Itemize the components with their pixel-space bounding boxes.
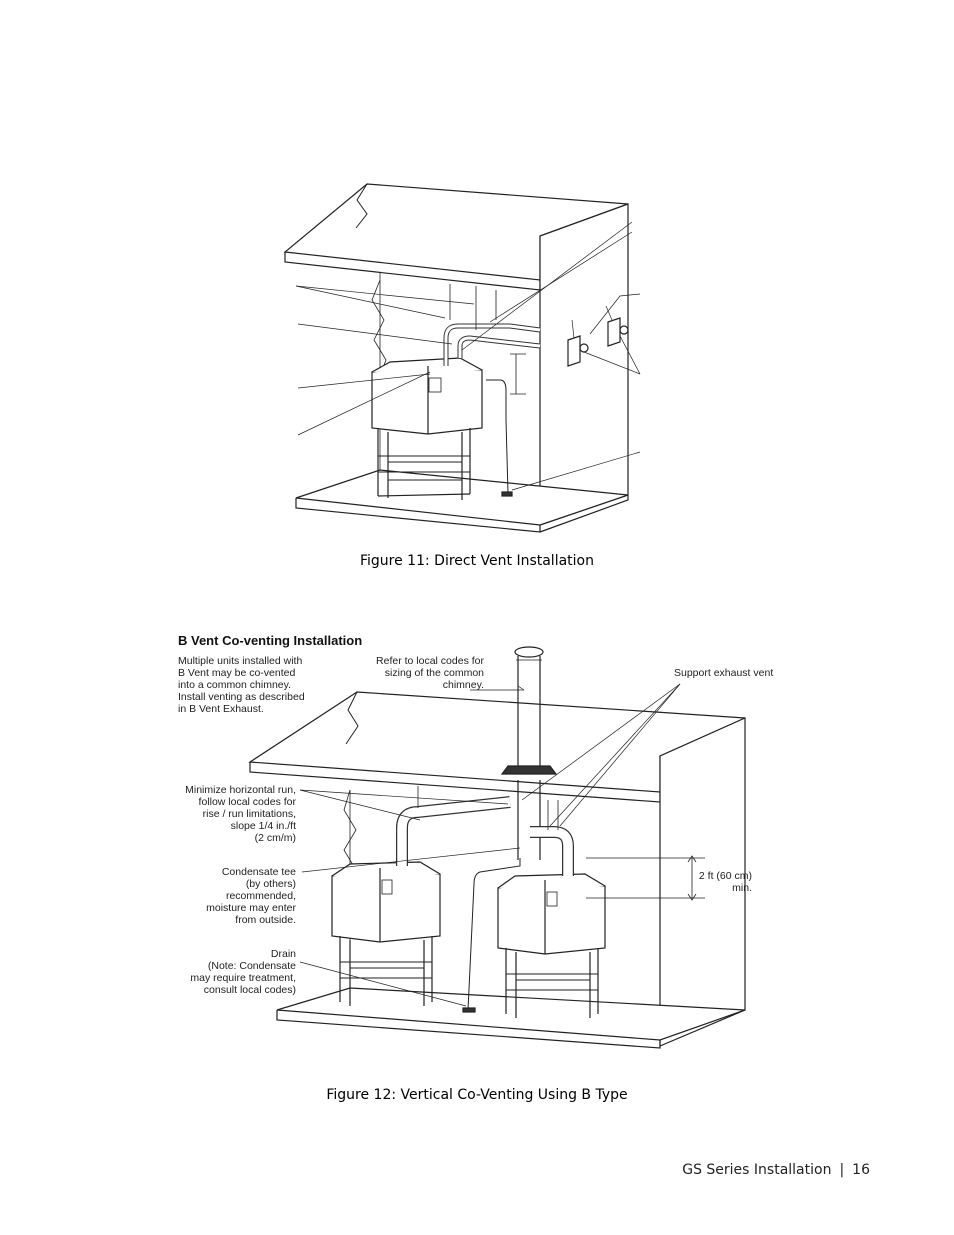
page-footer: GS Series Installation | 16	[682, 1162, 870, 1178]
label-condensate-tee: Condensate tee (by others) recommended, …	[206, 866, 296, 926]
footer-section-title: GS Series Installation	[682, 1162, 832, 1178]
footer-separator: |	[839, 1162, 845, 1178]
figure-12-caption: Figure 12: Vertical Co-Venting Using B T…	[326, 1087, 628, 1103]
label-drain: Drain (Note: Condensate may require trea…	[190, 948, 296, 996]
label-support-exhaust: Support exhaust vent	[674, 667, 774, 679]
label-multiple-units: Multiple units installed with B Vent may…	[178, 655, 305, 715]
label-refer-codes: Refer to local codes for sizing of the c…	[376, 655, 484, 691]
figure-12-heading: B Vent Co-venting Installation	[178, 633, 363, 648]
label-clearance: 2 ft (60 cm) min.	[698, 870, 752, 894]
figure-11-caption: Figure 11: Direct Vent Installation	[359, 553, 594, 569]
label-minimize-run: Minimize horizontal run, follow local co…	[185, 784, 296, 844]
page-number: 16	[852, 1162, 870, 1178]
figure-11-diagram	[0, 0, 954, 560]
figure-12-diagram	[248, 646, 746, 1049]
